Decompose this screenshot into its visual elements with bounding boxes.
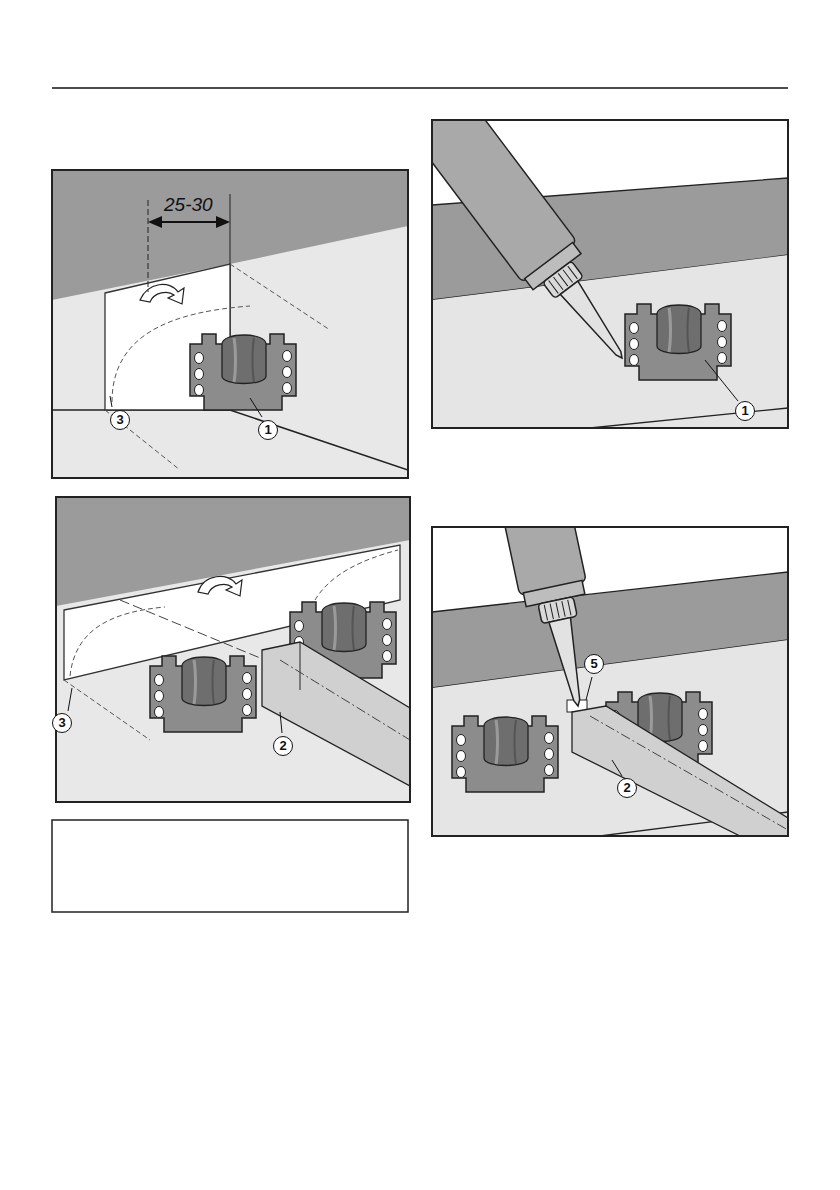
callout-number: 5	[584, 654, 604, 674]
callout-number: 2	[617, 778, 637, 798]
callout-number: 1	[735, 401, 755, 421]
callout-number: 1	[258, 420, 278, 440]
callout-number: 3	[110, 410, 130, 430]
callout-number: 3	[52, 713, 72, 733]
callout-number: 2	[273, 736, 293, 756]
dimension-label: 25-30	[164, 195, 213, 214]
